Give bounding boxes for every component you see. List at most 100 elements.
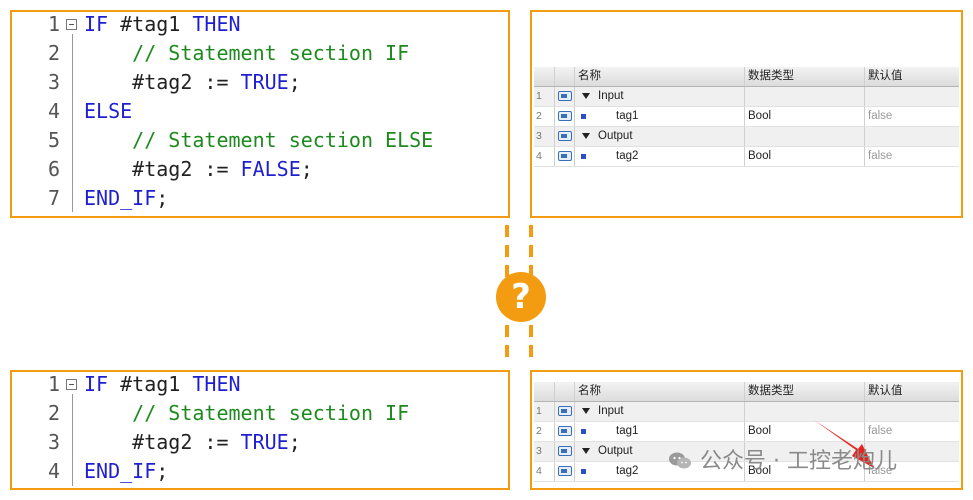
code-line[interactable]: 2 // Statement section IF [12, 399, 502, 428]
parameter-icon [558, 111, 572, 121]
column-divider [574, 67, 575, 86]
column-divider [554, 67, 555, 86]
expand-triangle-icon[interactable] [582, 93, 590, 99]
line-number: 5 [47, 128, 60, 152]
bullet-icon [581, 154, 586, 159]
bullet-icon [581, 429, 586, 434]
column-divider [574, 127, 575, 146]
column-divider [864, 67, 865, 86]
parameter-icon [558, 91, 572, 101]
column-header-name[interactable]: 名称 [578, 385, 601, 397]
table-row[interactable]: 4 tag2 Bool false [534, 147, 959, 167]
code-line[interactable]: 6 #tag2 := FALSE; [12, 155, 502, 184]
column-divider [744, 402, 745, 421]
watermark-text: 公众号 · 工控老炮儿 [700, 449, 897, 474]
row-number: 1 [536, 405, 542, 417]
expand-triangle-icon[interactable] [582, 448, 590, 454]
param-default-value[interactable]: false [868, 150, 893, 162]
table-row[interactable]: 1 Input [534, 402, 959, 422]
red-arrow-icon [814, 420, 874, 468]
code-text: ELSE [84, 97, 132, 126]
code-line[interactable]: 2 // Statement section IF [12, 39, 502, 68]
code-line[interactable]: 3 #tag2 := TRUE; [12, 68, 502, 97]
parameter-icon [558, 131, 572, 141]
code-token: // Statement section IF [132, 401, 410, 425]
column-divider [744, 67, 745, 86]
column-divider [574, 147, 575, 166]
column-divider [864, 422, 865, 441]
param-default-value[interactable]: false [868, 465, 893, 477]
column-divider [574, 107, 575, 126]
line-number: 1 [47, 372, 60, 396]
param-name[interactable]: Output [598, 445, 633, 457]
code-line[interactable]: 5 // Statement section ELSE [12, 126, 502, 155]
row-number: 4 [536, 150, 542, 162]
line-number: 6 [47, 157, 60, 181]
code-token: #tag2 := [84, 157, 241, 181]
fold-collapse-icon[interactable] [66, 379, 77, 390]
code-token: ; [288, 70, 301, 94]
column-divider [744, 127, 745, 146]
code-token [84, 41, 132, 65]
param-data-type[interactable]: Bool [748, 110, 772, 122]
parameter-icon [558, 426, 572, 436]
code-token: END_IF [84, 186, 157, 210]
param-name[interactable]: tag1 [616, 110, 639, 122]
code-token: THEN [192, 372, 241, 396]
row-number: 3 [536, 130, 542, 142]
fold-collapse-icon[interactable] [66, 19, 77, 30]
param-default-value[interactable]: false [868, 425, 893, 437]
code-token: #tag1 [120, 12, 193, 36]
table-row[interactable]: 4 tag2 Bool false [534, 462, 959, 482]
row-number: 2 [536, 110, 542, 122]
column-divider [574, 87, 575, 106]
param-data-type[interactable]: Bool [748, 425, 772, 437]
code-line[interactable]: 3 #tag2 := TRUE; [12, 428, 502, 457]
param-data-type[interactable]: Bool [748, 150, 772, 162]
column-header-default[interactable]: 默认值 [868, 70, 903, 82]
param-name[interactable]: tag2 [616, 150, 639, 162]
param-name[interactable]: Input [598, 90, 624, 102]
table-row[interactable]: 3 Output [534, 127, 959, 147]
column-divider [864, 147, 865, 166]
column-header-name[interactable]: 名称 [578, 70, 601, 82]
code-token: ; [156, 186, 169, 210]
param-name[interactable]: Output [598, 130, 633, 142]
param-default-value[interactable]: false [868, 110, 893, 122]
param-data-type[interactable]: Bool [748, 465, 772, 477]
table-row[interactable]: 2 tag1 Bool false [534, 107, 959, 127]
row-number: 4 [536, 465, 542, 477]
code-token: IF [84, 12, 121, 36]
connector-dash [529, 225, 533, 237]
column-divider [554, 147, 555, 166]
param-name[interactable]: tag2 [616, 465, 639, 477]
column-divider [864, 402, 865, 421]
column-header-type[interactable]: 数据类型 [748, 70, 794, 82]
column-divider [554, 127, 555, 146]
param-name[interactable]: tag1 [616, 425, 639, 437]
column-divider [554, 87, 555, 106]
expand-triangle-icon[interactable] [582, 133, 590, 139]
wechat-icon [669, 452, 691, 469]
column-divider [554, 462, 555, 481]
param-name[interactable]: Input [598, 405, 624, 417]
column-header-default[interactable]: 默认值 [868, 385, 903, 397]
expand-triangle-icon[interactable] [582, 408, 590, 414]
bullet-icon [581, 114, 586, 119]
code-text: #tag2 := TRUE; [84, 68, 301, 97]
column-header-type[interactable]: 数据类型 [748, 385, 794, 397]
table-header: 名称 数据类型 默认值 [534, 67, 959, 87]
code-token: TRUE [240, 70, 289, 94]
line-number: 4 [47, 459, 60, 483]
column-divider [574, 442, 575, 461]
